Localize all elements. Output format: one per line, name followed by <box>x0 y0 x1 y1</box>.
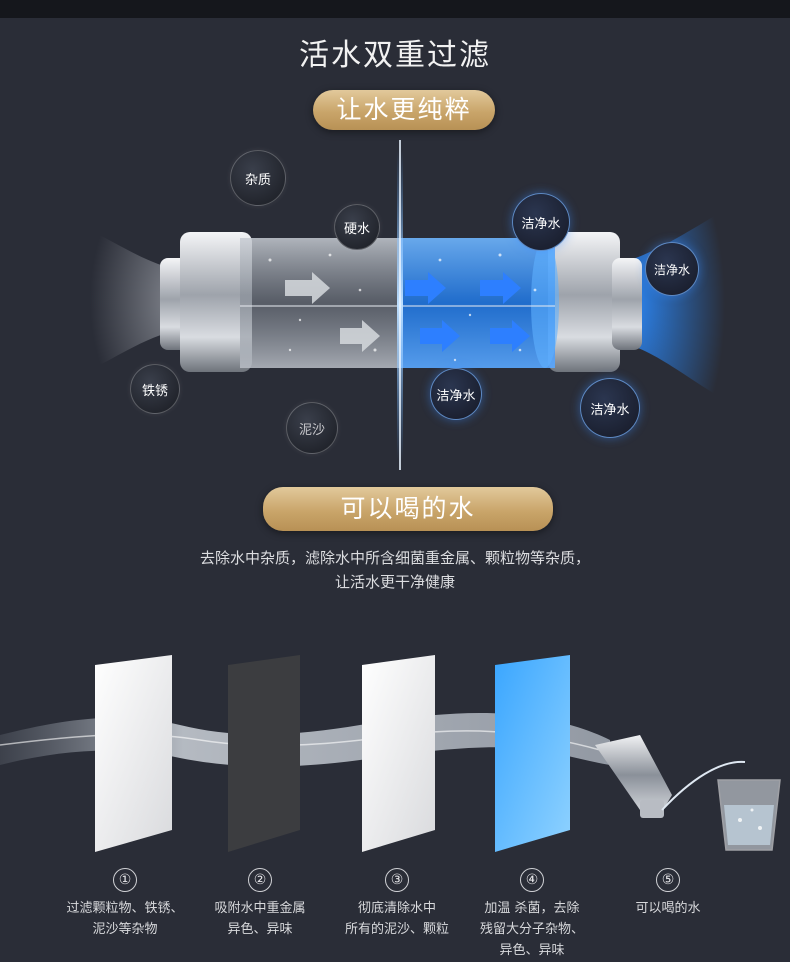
step-text-line-1: 过滤颗粒物、铁锈、 <box>66 901 184 916</box>
step-number: ⑤ <box>656 868 680 892</box>
description-line-1: 去除水中杂质，滤除水中所含细菌重金属、颗粒物等杂质， <box>199 549 590 567</box>
step-3: ③ 彻底清除水中 所有的泥沙、颗粒 <box>327 868 467 940</box>
step-5: ⑤ 可以喝的水 <box>598 868 738 919</box>
drinkable-water-pill: 可以喝的水 <box>263 487 553 531</box>
description: 去除水中杂质，滤除水中所含细菌重金属、颗粒物等杂质， 让活水更干净健康 <box>0 546 790 594</box>
step-number: ① <box>113 868 137 892</box>
bubble-clean-water-3: 洁净水 <box>430 368 482 420</box>
bubble-rust: 铁锈 <box>130 364 180 414</box>
step-text-line-2: 残留大分子杂物、 <box>479 922 584 937</box>
description-line-2: 让活水更干净健康 <box>334 573 455 591</box>
filter-cartridge-illustration <box>90 140 725 470</box>
step-4: ④ 加温 杀菌，去除 残留大分子杂物、 异色、异味 <box>462 868 602 961</box>
bubble-sediment: 泥沙 <box>286 402 338 454</box>
filter-stages-illustration <box>0 655 781 852</box>
step-text-line-1: 吸附水中重金属 <box>214 901 306 916</box>
step-text-line-2: 所有的泥沙、颗粒 <box>344 922 449 937</box>
step-text-line-3: 异色、异味 <box>499 943 565 958</box>
step-2: ② 吸附水中重金属 异色、异味 <box>190 868 330 940</box>
step-number: ④ <box>520 868 544 892</box>
bubble-clean-water-2: 洁净水 <box>645 242 699 296</box>
step-text-line-1: 加温 杀菌，去除 <box>484 901 580 916</box>
subtitle-pill: 让水更纯粹 <box>313 90 495 130</box>
step-number: ② <box>248 868 272 892</box>
step-text-line-2: 异色、异味 <box>227 922 293 937</box>
bubble-impurity: 杂质 <box>230 150 286 206</box>
page-title: 活水双重过滤 <box>299 38 491 73</box>
step-number: ③ <box>385 868 409 892</box>
bubble-hard-water: 硬水 <box>334 204 380 250</box>
step-text-line-2: 泥沙等杂物 <box>92 922 158 937</box>
bubble-clean-water-1: 洁净水 <box>512 193 570 251</box>
step-1: ① 过滤颗粒物、铁锈、 泥沙等杂物 <box>55 868 195 940</box>
step-text-line-1: 可以喝的水 <box>635 901 701 916</box>
step-text-line-1: 彻底清除水中 <box>357 901 436 916</box>
bubble-clean-water-4: 洁净水 <box>580 378 640 438</box>
top-bar <box>0 0 790 18</box>
